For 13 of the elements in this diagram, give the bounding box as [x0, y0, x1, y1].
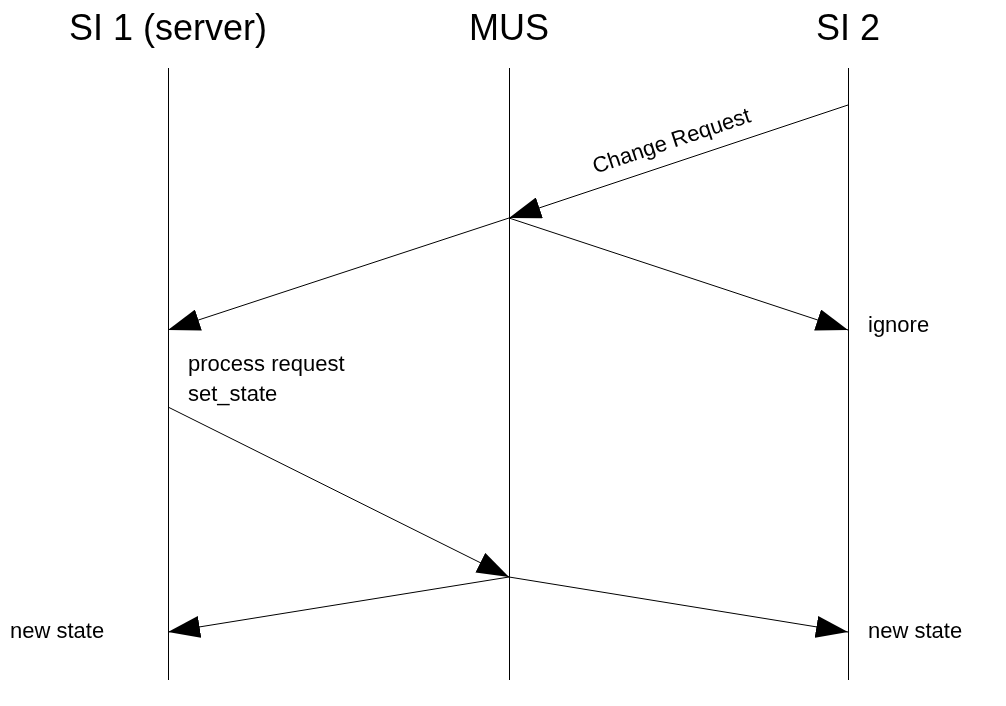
participant-name: SI 1 (server) — [67, 8, 268, 48]
message-arrow — [167, 217, 510, 331]
annotation: ignore — [868, 311, 931, 339]
message-arrow — [508, 104, 849, 219]
annotation: new state — [868, 617, 964, 645]
participant-name: SI 2 — [814, 8, 881, 48]
message-arrow — [508, 576, 849, 638]
annotation: process request set_state — [188, 350, 346, 408]
annotation: new state — [10, 617, 106, 645]
message-arrow — [167, 576, 510, 638]
message-arrow — [167, 406, 510, 578]
message-arrow — [508, 217, 849, 331]
participant-name: MUS — [468, 8, 550, 48]
